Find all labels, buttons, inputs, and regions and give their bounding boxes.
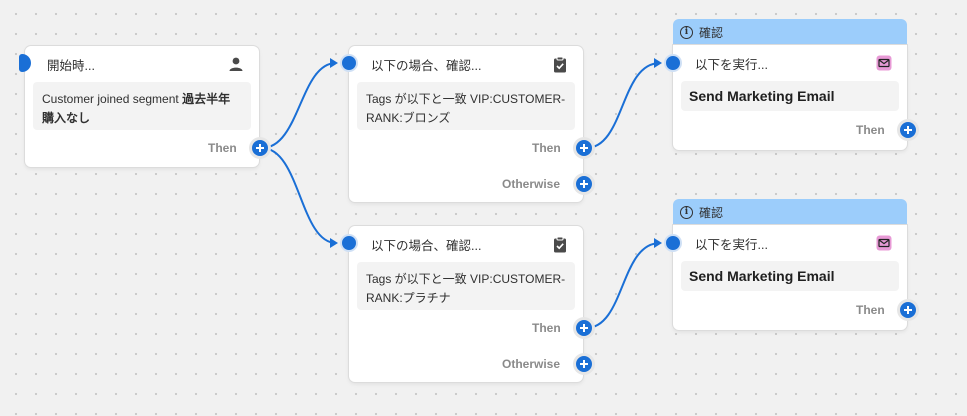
trigger-node-body: Customer joined segment 過去半年購入なし bbox=[33, 82, 251, 130]
trigger-node-header: 開始時... bbox=[25, 46, 259, 82]
condition-otherwise-add-button[interactable] bbox=[573, 173, 595, 195]
action-input-port[interactable] bbox=[664, 234, 682, 252]
action-then-label: Then bbox=[856, 123, 885, 137]
action-then-label: Then bbox=[856, 303, 885, 317]
marketing-email-icon bbox=[875, 54, 893, 72]
action-node[interactable]: 以下を実行... Send Marketing Email Then bbox=[673, 45, 907, 150]
clipboard-check-icon bbox=[551, 55, 569, 73]
connector-condition-2-to-action-2 bbox=[585, 242, 661, 329]
condition-node-body: Tags が以下と一致 VIP:CUSTOMER-RANK:プラチナ bbox=[357, 262, 575, 310]
action-then-add-button[interactable] bbox=[897, 119, 919, 141]
action-node-body: Send Marketing Email bbox=[681, 81, 899, 111]
condition-then-label: Then bbox=[532, 321, 561, 335]
action-then-add-button[interactable] bbox=[897, 299, 919, 321]
trigger-segment-name: 過去半年購入なし bbox=[42, 92, 231, 125]
action-node-header: 以下を実行... bbox=[673, 225, 907, 261]
info-icon: i bbox=[680, 25, 693, 39]
info-icon: i bbox=[680, 205, 693, 219]
condition-input-port[interactable] bbox=[340, 54, 358, 72]
start-marker bbox=[19, 54, 31, 72]
trigger-node[interactable]: 開始時... Customer joined segment 過去半年購入なし … bbox=[25, 46, 259, 167]
action-node-title: 以下を実行... bbox=[695, 57, 768, 72]
condition-then-add-button[interactable] bbox=[573, 137, 595, 159]
trigger-node-title: 開始時... bbox=[47, 58, 95, 73]
condition-node[interactable]: 以下の場合、確認... Tags が以下と一致 VIP:CUSTOMER-RAN… bbox=[349, 46, 583, 202]
condition-node-title: 以下の場合、確認... bbox=[371, 58, 482, 73]
condition-input-port[interactable] bbox=[340, 234, 358, 252]
condition-otherwise-label: Otherwise bbox=[502, 177, 561, 191]
condition-then-add-button[interactable] bbox=[573, 317, 595, 339]
action-node-body: Send Marketing Email bbox=[681, 261, 899, 291]
person-icon bbox=[227, 55, 245, 73]
connector-condition-1-to-action-1 bbox=[585, 62, 661, 149]
arrowhead bbox=[330, 238, 338, 248]
action-status-label: 確認 bbox=[699, 25, 724, 40]
trigger-then-label: Then bbox=[208, 141, 237, 155]
action-status-banner: i 確認 bbox=[673, 199, 907, 225]
action-status-label: 確認 bbox=[699, 205, 724, 220]
clipboard-check-icon bbox=[551, 235, 569, 253]
connector-trigger-to-condition-2 bbox=[261, 147, 337, 244]
condition-node[interactable]: 以下の場合、確認... Tags が以下と一致 VIP:CUSTOMER-RAN… bbox=[349, 226, 583, 382]
condition-otherwise-add-button[interactable] bbox=[573, 353, 595, 375]
trigger-then-add-button[interactable] bbox=[249, 137, 271, 159]
condition-then-label: Then bbox=[532, 141, 561, 155]
action-node-header: 以下を実行... bbox=[673, 45, 907, 81]
arrowhead bbox=[330, 58, 338, 68]
action-input-port[interactable] bbox=[664, 54, 682, 72]
condition-node-header: 以下の場合、確認... bbox=[349, 226, 583, 262]
action-node[interactable]: 以下を実行... Send Marketing Email Then bbox=[673, 225, 907, 330]
action-status-banner: i 確認 bbox=[673, 19, 907, 45]
arrowhead bbox=[654, 238, 662, 248]
condition-node-header: 以下の場合、確認... bbox=[349, 46, 583, 82]
condition-otherwise-label: Otherwise bbox=[502, 357, 561, 371]
action-node-title: 以下を実行... bbox=[695, 237, 768, 252]
condition-node-body: Tags が以下と一致 VIP:CUSTOMER-RANK:ブロンズ bbox=[357, 82, 575, 130]
trigger-segment-prefix: Customer joined segment bbox=[42, 92, 183, 106]
condition-node-title: 以下の場合、確認... bbox=[371, 238, 482, 253]
connector-trigger-to-condition-1 bbox=[261, 62, 337, 149]
marketing-email-icon bbox=[875, 234, 893, 252]
arrowhead bbox=[654, 58, 662, 68]
